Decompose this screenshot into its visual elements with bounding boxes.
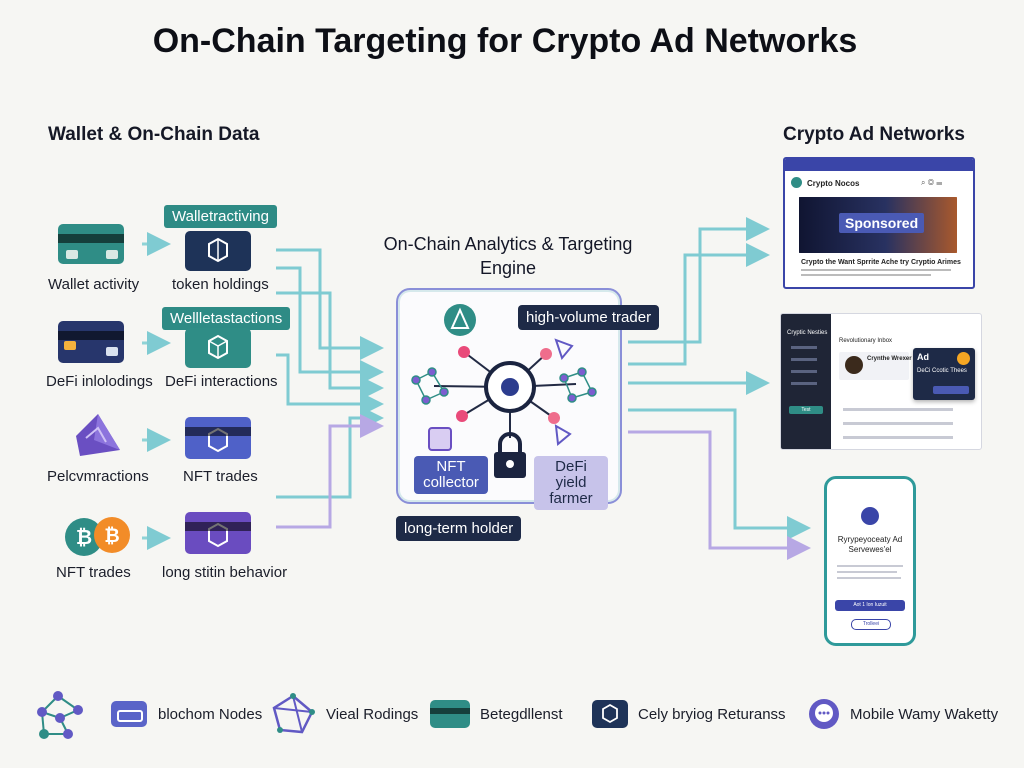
mobile-app-icon [861,507,879,525]
page-title: On-Chain Targeting for Crypto Ad Network… [152,22,858,60]
token-card-legend-icon [592,700,628,728]
segment-long-term-holder: long-term holder [396,516,522,541]
bitcoin-coins-icon: ₿ ₿ [65,517,130,556]
legend-label-2: Vieal Rodings [326,706,419,723]
article-headline: Crypto the Want Sprrite Ache try Cryptio… [801,259,961,266]
site-logo-icon [791,177,802,188]
legend-label-5: Mobile Wamy Waketty [850,706,999,723]
segment-high-volume-trader: high-volume trader [518,305,660,330]
token-banner-1: Walletractiving [164,205,277,228]
search-icon[interactable]: ⌕ ◎ ☰ [921,178,943,187]
legend-label-4: Cely bryiog Returanss [638,706,786,723]
segment-nft-collector: NFT collector [414,456,488,494]
defi-card-icon [58,321,124,363]
nft-gem-icon [76,414,120,456]
right-section-title: Crypto Ad Networks [783,124,965,145]
source-label-2: DeFi inlolodings [46,373,153,390]
ad-label: Ad [917,352,929,362]
token-cube-icon [185,328,251,368]
svg-text:₿: ₿ [76,527,92,549]
source-label-3: Pelcvmractions [47,468,149,485]
legend-label-1: blochom Nodes [158,706,263,723]
card-teal-icon [430,700,470,728]
nft-card-icon [185,417,251,459]
token-label-4: long stitin behavior [162,564,288,581]
token-label-3: NFT trades [183,468,258,485]
dashboard-header: Revolutionary Inbox [839,338,893,344]
engine-network-icon [411,304,597,478]
ad-cta-button[interactable] [933,386,969,394]
avatar [845,356,863,374]
token-card-icon [185,231,251,271]
mobile-primary-button[interactable]: Aot 1 Ion Iuzuit [835,600,905,611]
engine-title: On-Chain Analytics & Targeting Engine [383,234,633,278]
ad-text: DeCi Ccotic Thees [917,368,967,374]
nft-purple-card-icon [185,512,251,554]
site-name: Crypto Nocos [807,179,860,188]
dashboard-ad-screen: Cryptic Nesties Test Revolutionary Inbox… [780,313,982,450]
segment-defi-yield-farmer: DeFi yield farmer [534,456,608,510]
token-label-2: DeFi interactions [165,373,278,390]
source-label-4: NFT trades [56,564,131,581]
desktop-ad-browser: Crypto Nocos ⌕ ◎ ☰ Sponsored Crypto the … [783,157,975,289]
token-label-1: token holdings [172,276,269,293]
wallet-card-icon [58,224,124,264]
chat-bubble-icon [809,699,839,729]
profile-name: Crynthe Wrexer [867,356,912,362]
left-section-title: Wallet & On-Chain Data [48,124,260,145]
source-label-1: Wallet activity [48,276,140,293]
browser-titlebar [785,159,973,171]
svg-text:₿: ₿ [104,526,119,547]
card-purple-icon [111,701,147,727]
network-nodes-icon [37,691,83,739]
sponsored-label: Sponsored [839,213,925,233]
dashboard-app-name: Cryptic Nesties [787,330,828,336]
mobile-ad-headline: Ryrypeyoceaty Ad Servewes'el [837,535,903,554]
legend-label-3: Betegdllenst [480,706,563,723]
profile-card: Crynthe Wrexer [839,352,912,380]
dashboard-ad-card[interactable]: Ad DeCi Ccotic Thees [913,348,975,400]
coin-icon [957,352,970,365]
sponsored-banner[interactable]: Sponsored [799,197,957,253]
mobile-secondary-button[interactable]: Trolleei [851,619,891,630]
dashboard-sidebar: Cryptic Nesties Test [781,314,831,449]
sidebar-action-button[interactable]: Test [789,406,823,414]
network-outline-icon [272,693,315,734]
mobile-ad-phone: Ryrypeyoceaty Ad Servewes'el Aot 1 Ion I… [824,476,916,646]
token-banner-2: Wellletastactions [162,307,291,330]
